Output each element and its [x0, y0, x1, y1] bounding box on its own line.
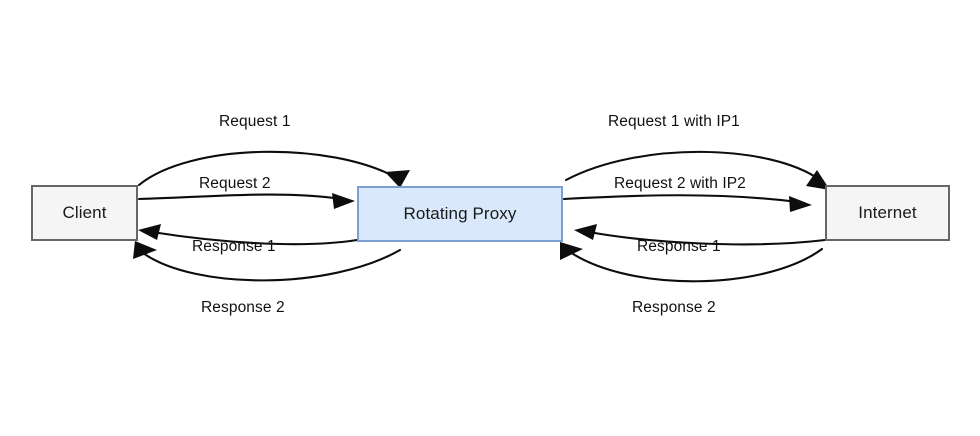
node-rotating-proxy-label: Rotating Proxy	[403, 204, 517, 223]
node-internet[interactable]: Internet	[825, 185, 950, 241]
node-client-label: Client	[62, 203, 107, 222]
edge-path-response-1-right	[587, 230, 827, 246]
edge-internet-to-proxy-response-1	[574, 224, 827, 246]
arrow-head-response-2-right	[560, 242, 583, 260]
arrow-head-request-1	[385, 170, 410, 188]
edge-proxy-to-internet-request-2-ip2	[562, 194, 812, 212]
edge-path-request-1-ip1	[564, 150, 822, 182]
edge-internet-to-proxy-response-2	[560, 242, 824, 283]
edge-label-response-1-left: Response 1	[192, 238, 276, 255]
edge-proxy-to-client-response-2	[133, 241, 402, 282]
edge-proxy-to-client-response-1	[138, 224, 359, 246]
arrow-head-request-2	[332, 193, 355, 209]
edge-label-request-2-with-ip2: Request 2 with IP2	[614, 175, 746, 192]
edge-label-request-1-with-ip1: Request 1 with IP1	[608, 113, 740, 130]
edge-path-request-1	[137, 150, 399, 187]
edge-path-response-1	[150, 230, 359, 246]
arrow-head-request-2-ip2	[789, 196, 812, 212]
edge-path-request-2-ip2	[562, 194, 800, 204]
edge-proxy-to-internet-request-1-ip1	[564, 150, 830, 190]
edge-path-response-2-right	[568, 247, 824, 283]
edge-label-request-2: Request 2	[199, 175, 271, 192]
edge-client-to-proxy-request-1	[137, 150, 410, 188]
edge-path-request-2	[137, 193, 344, 201]
node-client[interactable]: Client	[31, 185, 138, 241]
edge-label-response-2-left: Response 2	[201, 299, 285, 316]
arrow-head-response-1-right	[574, 224, 597, 240]
node-rotating-proxy[interactable]: Rotating Proxy	[357, 186, 563, 242]
arrow-head-response-2	[133, 241, 157, 259]
edge-client-to-proxy-request-2	[137, 193, 355, 209]
edge-label-response-2-right: Response 2	[632, 299, 716, 316]
node-internet-label: Internet	[858, 203, 917, 222]
edge-label-request-1: Request 1	[219, 113, 291, 130]
edge-path-response-2	[141, 248, 402, 282]
arrow-head-request-1-ip1	[806, 170, 830, 190]
arrow-head-response-1	[138, 224, 161, 240]
edge-label-response-1-right: Response 1	[637, 238, 721, 255]
